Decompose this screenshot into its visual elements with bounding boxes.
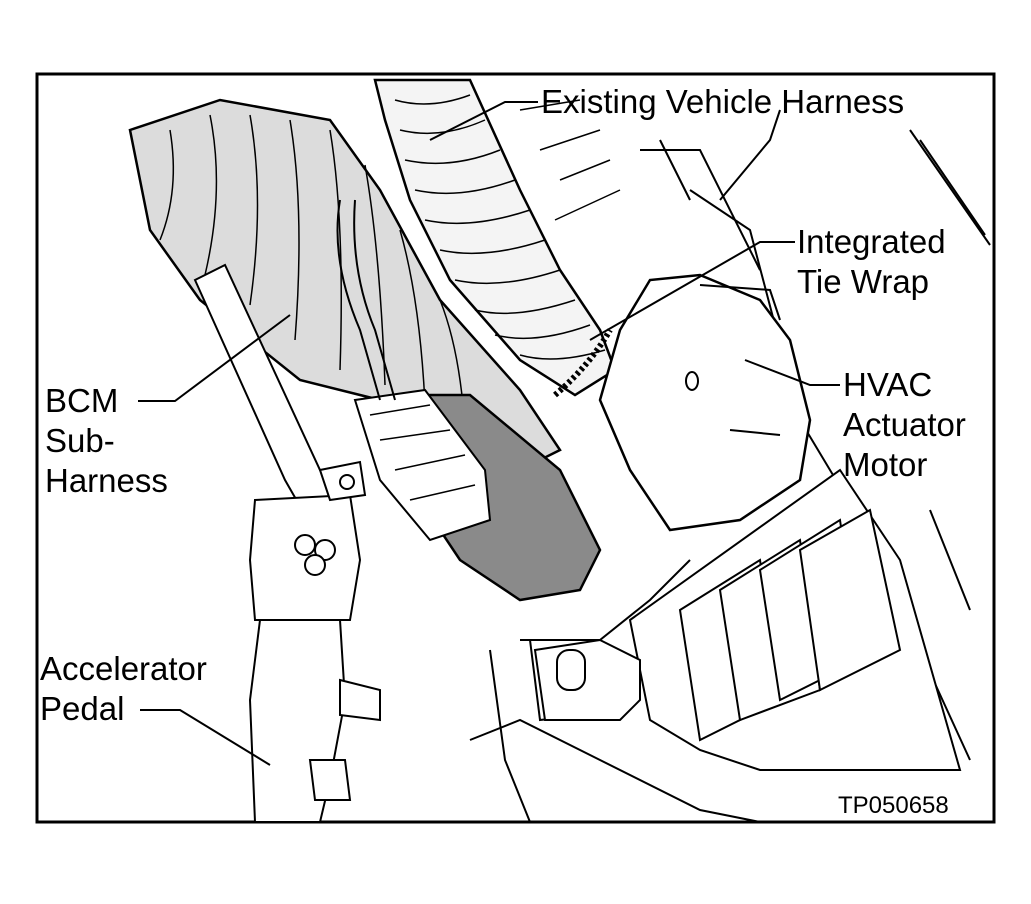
bcm-connector (336, 199, 602, 602)
label-bcm-line2: Sub- (45, 422, 115, 459)
label-accelerator-line1: Accelerator (40, 650, 207, 687)
label-accelerator-line2: Pedal (40, 690, 125, 727)
label-existing-vehicle-harness: Existing Vehicle Harness (541, 83, 905, 120)
label-bcm-line1: BCM (45, 382, 119, 419)
label-hvac-line3: Motor (843, 446, 928, 483)
figure-code: TP050658 (838, 792, 949, 819)
hvac-louvers (628, 468, 962, 771)
existing-vehicle-harness (373, 78, 621, 398)
label-integrated-tie-wrap-line1: Integrated (797, 223, 946, 260)
label-integrated-tie-wrap-line2: Tie Wrap (797, 263, 930, 300)
mounting-bracket (533, 638, 641, 721)
leader-lines (138, 101, 840, 766)
integrated-tie-wrap (553, 328, 613, 398)
hvac-actuator-motor (598, 273, 812, 532)
label-bcm-line3: Harness (45, 462, 168, 499)
accelerator-pedal-assembly (248, 460, 381, 823)
label-hvac-line1: HVAC (843, 366, 933, 403)
label-hvac-line2: Actuator (843, 406, 966, 443)
